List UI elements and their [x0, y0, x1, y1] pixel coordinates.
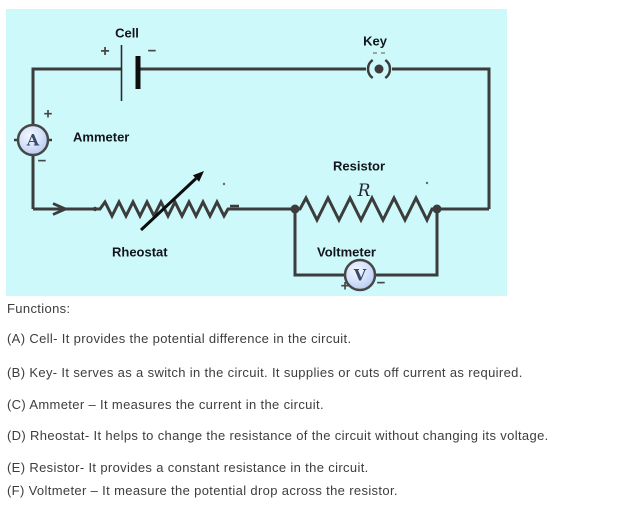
- ammeter-letter: A: [26, 130, 40, 150]
- voltmeter-plus-sign: +: [340, 277, 350, 295]
- voltmeter-minus-sign: −: [376, 274, 386, 292]
- cell-symbol: [120, 45, 141, 101]
- function-item-resistor: (E) Resistor- It provides a constant res…: [7, 460, 369, 475]
- ammeter-symbol: [14, 123, 52, 157]
- voltmeter-letter: V: [353, 265, 367, 285]
- function-item-ammeter: (C) Ammeter – It measures the current in…: [7, 397, 324, 412]
- function-item-rheostat: (D) Rheostat- It helps to change the res…: [7, 428, 549, 443]
- ammeter-minus-sign: −: [37, 152, 47, 170]
- circuit-panel: [6, 9, 507, 296]
- cell-label: Cell: [115, 25, 139, 41]
- cell-minus-sign: −: [147, 42, 157, 60]
- functions-heading: Functions:: [7, 301, 71, 316]
- voltmeter-symbol: [343, 258, 377, 292]
- ammeter-label: Ammeter: [73, 129, 130, 145]
- cell-plus-sign: +: [100, 43, 110, 60]
- rheostat-arrow-icon: [139, 171, 204, 232]
- key-symbol: [366, 52, 392, 80]
- current-arrow-icon: [52, 202, 69, 216]
- function-item-key: (B) Key- It serves as a switch in the ci…: [7, 365, 523, 380]
- key-label: Key: [363, 33, 387, 49]
- rheostat-label: Rheostat: [112, 244, 168, 260]
- voltmeter-label: Voltmeter: [317, 244, 376, 260]
- junction-dots: [92, 181, 442, 214]
- function-item-voltmeter: (F) Voltmeter – It measure the potential…: [7, 483, 398, 498]
- function-item-cell: (A) Cell- It provides the potential diff…: [7, 331, 352, 346]
- resistor-label: Resistor: [333, 158, 386, 174]
- resistor-r-symbol: R: [357, 181, 371, 201]
- circuit-wires: [31, 67, 491, 277]
- ammeter-plus-sign: +: [43, 105, 53, 123]
